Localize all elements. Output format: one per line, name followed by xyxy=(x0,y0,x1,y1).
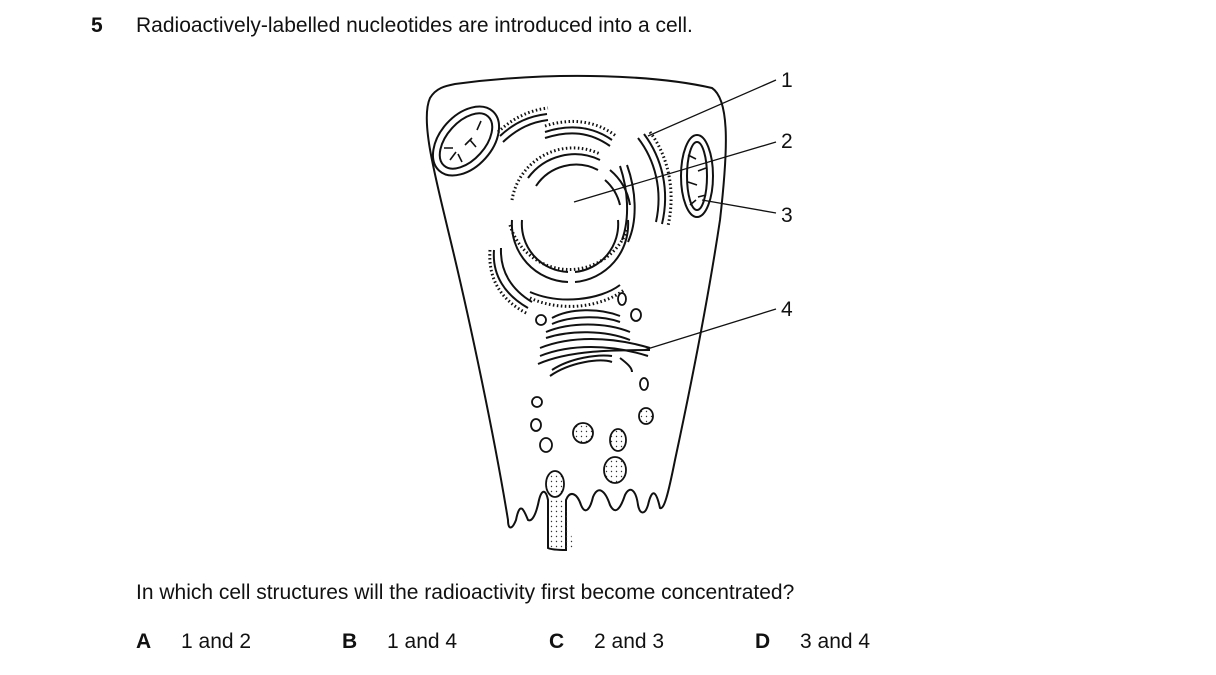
mitochondrion-right xyxy=(680,134,714,218)
question-stem: Radioactively-labelled nucleotides are i… xyxy=(136,14,693,37)
question-number: 5 xyxy=(91,14,103,37)
option-d-text: 3 and 4 xyxy=(800,630,871,653)
label-1: 1 xyxy=(781,69,793,92)
leader-line-2 xyxy=(573,141,777,203)
leader-line-1 xyxy=(647,79,777,137)
golgi-apparatus xyxy=(537,309,651,377)
option-b-letter: B xyxy=(342,630,358,653)
leader-line-4 xyxy=(643,308,777,351)
option-a-text: 1 and 2 xyxy=(181,630,252,653)
leader-line-3 xyxy=(701,199,777,214)
option-b[interactable]: B 1 and 4 xyxy=(342,630,457,654)
nucleus xyxy=(510,153,631,283)
cell-membrane xyxy=(425,74,727,552)
vesicles xyxy=(530,292,654,550)
option-c-letter: C xyxy=(549,630,565,653)
rough-er xyxy=(492,113,667,309)
option-a-letter: A xyxy=(136,630,152,653)
option-d[interactable]: D 3 and 4 xyxy=(755,630,870,654)
label-3: 3 xyxy=(781,204,793,227)
option-c-text: 2 and 3 xyxy=(594,630,665,653)
label-2: 2 xyxy=(781,130,793,153)
option-d-letter: D xyxy=(755,630,771,653)
ribosomes xyxy=(488,106,673,316)
mitochondrion-left xyxy=(431,105,501,177)
option-b-text: 1 and 4 xyxy=(387,630,458,653)
option-c[interactable]: C 2 and 3 xyxy=(549,630,664,654)
question-prompt: In which cell structures will the radioa… xyxy=(136,581,795,604)
label-4: 4 xyxy=(781,298,793,321)
cell-diagram: 1 2 3 4 xyxy=(425,69,793,552)
option-a[interactable]: A 1 and 2 xyxy=(136,630,251,654)
